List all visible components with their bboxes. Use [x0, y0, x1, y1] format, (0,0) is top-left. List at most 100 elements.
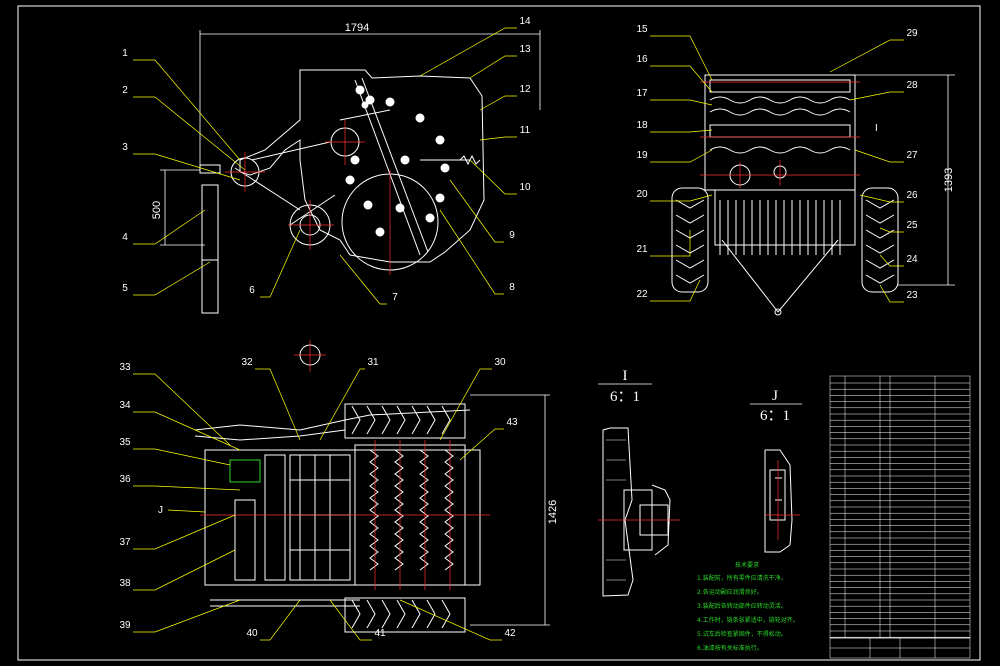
leader-line-14	[419, 27, 517, 77]
leader-line-34	[133, 411, 241, 451]
part-leaders	[133, 27, 904, 641]
part-number-5: 5	[122, 283, 128, 294]
part-number-19: 19	[636, 150, 648, 161]
leader-line-7	[339, 254, 387, 305]
part-number-38: 38	[119, 578, 131, 589]
leader-line-42	[399, 599, 502, 641]
detail-J-scale: 6：1	[760, 408, 790, 424]
leader-line-41	[329, 599, 372, 641]
leader-line-35	[133, 448, 231, 466]
leader-line-40	[260, 599, 301, 641]
part-number-9: 9	[509, 230, 515, 241]
part-number-35: 35	[119, 437, 131, 448]
leader-line-1	[133, 59, 241, 161]
part-number-34: 34	[119, 400, 131, 411]
leader-line-32	[255, 368, 301, 441]
leader-line-38	[133, 549, 236, 591]
leader-line-22	[650, 279, 701, 302]
part-number-22: 22	[636, 289, 648, 300]
leader-line-29	[829, 39, 904, 73]
part-number-43: 43	[506, 417, 518, 428]
detail-J-letter: J	[772, 388, 778, 404]
leader-line-21	[650, 230, 691, 257]
detail-J-centerline	[765, 460, 800, 540]
leader-line-24	[879, 254, 904, 267]
dim-500: 500	[151, 201, 163, 219]
leader-line-27	[854, 149, 904, 163]
dim-1426: 1426	[547, 500, 559, 524]
part-number-8: 8	[509, 282, 515, 293]
part-number-4: 4	[122, 232, 128, 243]
leader-line-6	[260, 229, 301, 298]
tech-note-6: 6.油漆按有关标准执行。	[697, 644, 763, 652]
leader-line-37	[133, 514, 236, 550]
callout-J-leader	[167, 509, 206, 513]
detail-I-scale: 6：1	[610, 389, 640, 405]
part-number-3: 3	[122, 142, 128, 153]
part-number-21: 21	[636, 244, 648, 255]
part-number-40: 40	[246, 628, 258, 639]
parts-list-table	[829, 375, 971, 659]
leader-line-8	[439, 209, 504, 295]
leader-line-43	[459, 428, 504, 461]
leader-line-25	[879, 227, 904, 233]
part-number-36: 36	[119, 474, 131, 485]
leader-line-11	[479, 136, 517, 141]
tech-note-3: 3.装配后各转动部件应转动灵活。	[697, 602, 787, 610]
part-number-32: 32	[241, 357, 253, 368]
part-number-27: 27	[906, 150, 918, 161]
part-number-41: 41	[374, 628, 386, 639]
part-number-26: 26	[906, 190, 918, 201]
part-number-25: 25	[906, 220, 918, 231]
leader-line-4	[133, 209, 206, 245]
leader-line-5	[133, 261, 211, 296]
part-number-28: 28	[906, 80, 918, 91]
part-number-14: 14	[519, 16, 531, 27]
tech-notes-title: 技术要求	[735, 561, 759, 569]
leader-line-36	[133, 485, 241, 491]
part-number-39: 39	[119, 620, 131, 631]
tech-notes: 技术要求 1.装配前，所有零件应清洗干净。 2.各运动副应润滑良好。 3.装配后…	[697, 561, 799, 652]
leader-line-10	[469, 159, 517, 195]
part-number-31: 31	[367, 357, 379, 368]
leader-line-23	[879, 284, 904, 303]
side-view-centerlines	[700, 81, 860, 188]
part-number-1: 1	[122, 48, 128, 59]
drawing-frame	[17, 5, 981, 661]
part-number-30: 30	[494, 357, 506, 368]
top-view-centerlines	[200, 340, 490, 590]
leader-line-3	[133, 153, 241, 181]
part-number-18: 18	[636, 120, 648, 131]
part-number-17: 17	[636, 88, 648, 99]
leader-line-13	[469, 55, 517, 79]
leader-line-20	[650, 194, 713, 202]
part-number-11: 11	[520, 125, 531, 136]
leader-line-17	[650, 99, 713, 106]
leader-line-19	[650, 149, 713, 163]
leader-line-28	[849, 91, 904, 101]
part-number-24: 24	[906, 254, 918, 265]
part-number-33: 33	[119, 362, 131, 373]
tech-note-4: 4.工作时，链条张紧适中，链轮对齐。	[697, 616, 799, 624]
leader-line-12	[479, 95, 517, 111]
front-view	[160, 30, 541, 314]
part-number-15: 15	[636, 24, 648, 35]
tech-note-1: 1.装配前，所有零件应清洗干净。	[697, 574, 787, 582]
detail-I-letter: I	[623, 368, 628, 384]
part-number-29: 29	[906, 28, 918, 39]
part-number-12: 12	[519, 84, 531, 95]
part-number-42: 42	[504, 628, 516, 639]
part-number-6: 6	[249, 285, 255, 296]
part-number-7: 7	[392, 292, 398, 303]
tech-note-2: 2.各运动副应润滑良好。	[697, 588, 763, 596]
leader-line-33	[133, 373, 231, 446]
leader-line-15	[650, 35, 713, 81]
part-number-20: 20	[636, 189, 648, 200]
dim-1393: 1393	[943, 168, 955, 192]
leader-line-18	[650, 129, 713, 133]
leader-line-9	[449, 179, 504, 243]
leader-line-30	[439, 368, 492, 441]
dim-1794: 1794	[345, 22, 369, 34]
